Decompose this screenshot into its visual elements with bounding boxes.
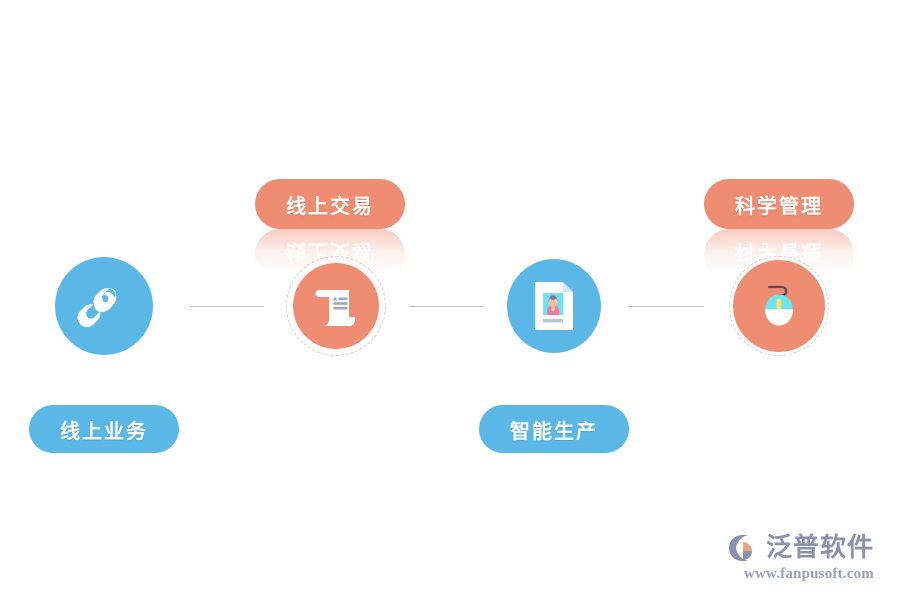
node-circle-scientific-management[interactable]: [733, 260, 825, 352]
label-pill-scientific-management[interactable]: 科学管理: [704, 179, 854, 229]
node-circle-online-business[interactable]: [55, 257, 153, 355]
connector-line-1-2: [190, 306, 264, 307]
node-circle-smart-production[interactable]: [507, 259, 601, 353]
node-circle-online-trade[interactable]: [293, 263, 379, 349]
fanpu-logo-icon: [728, 535, 752, 561]
computer-mouse-icon: [765, 285, 793, 326]
label-pill-online-business[interactable]: 线上业务: [29, 405, 179, 453]
connector-line-2-3: [409, 306, 483, 307]
connector-line-3-4: [628, 306, 704, 307]
watermark: 泛普软件 www.fanpusoft.com: [726, 533, 874, 582]
scroll-document-icon: [315, 290, 355, 326]
watermark-brand: 泛普软件: [765, 533, 874, 563]
label-pill-online-trade[interactable]: 线上交易: [255, 179, 405, 229]
avatar-figure: [547, 295, 559, 315]
watermark-url: www.fanpusoft.com: [743, 566, 874, 582]
label-pill-smart-production[interactable]: 智能生产: [479, 405, 629, 453]
id-card-document-icon: [535, 282, 573, 330]
chain-link-icon: [77, 288, 117, 328]
